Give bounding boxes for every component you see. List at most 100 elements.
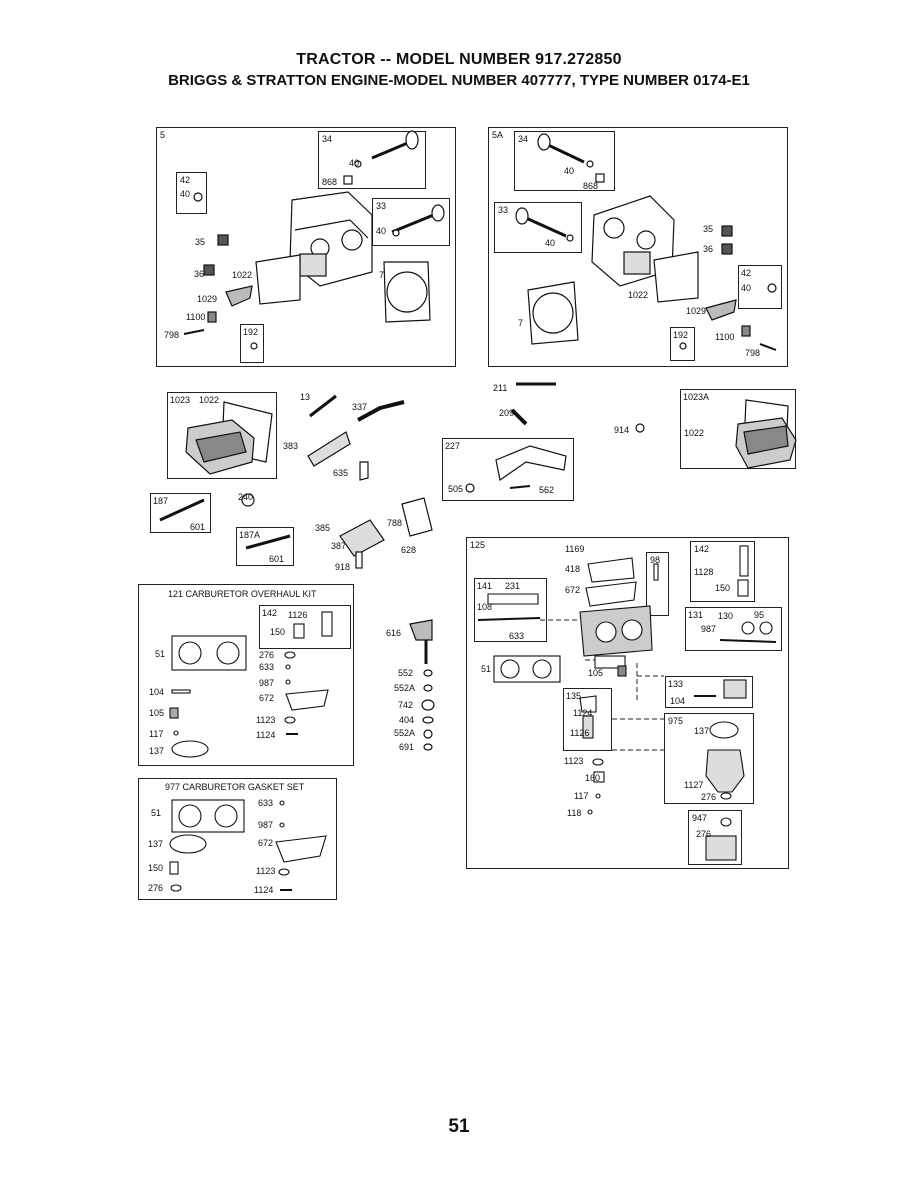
part-label: 1127 bbox=[684, 780, 704, 790]
part-label: 7 bbox=[518, 318, 524, 328]
part-label: 108 bbox=[477, 602, 493, 612]
part-label: 142 bbox=[262, 608, 278, 618]
part-label: 798 bbox=[164, 330, 180, 340]
part-label: 987 bbox=[258, 820, 274, 830]
group-1023-frame bbox=[167, 392, 277, 479]
overhaul-kit-frame bbox=[138, 584, 354, 766]
part-label: 211 bbox=[493, 383, 508, 393]
part-label: 40 bbox=[376, 226, 387, 236]
group-5A-frame bbox=[488, 127, 788, 367]
part-label: 141 bbox=[477, 581, 493, 591]
group-1023A-frame bbox=[680, 389, 796, 469]
part-label: 40 bbox=[349, 158, 360, 168]
part-label: 337 bbox=[352, 402, 368, 412]
part-label: 1022 bbox=[628, 290, 649, 300]
part-label: 1022 bbox=[684, 428, 705, 438]
part-label: 672 bbox=[259, 693, 275, 703]
part-label: 35 bbox=[195, 237, 206, 247]
part-label: 1126 bbox=[570, 728, 590, 738]
part-label: 418 bbox=[565, 564, 581, 574]
part-label: 160 bbox=[585, 773, 601, 783]
part-label: 987 bbox=[259, 678, 275, 688]
part-label: 150 bbox=[715, 583, 731, 593]
part-label: 33 bbox=[498, 205, 509, 215]
part-label: 40 bbox=[564, 166, 575, 176]
part-label: 117 bbox=[574, 791, 589, 801]
part-label: 562 bbox=[539, 485, 555, 495]
part-label: 104 bbox=[670, 696, 686, 706]
part-label: 1126 bbox=[288, 610, 308, 620]
gasket-set-title: 977 CARBURETOR GASKET SET bbox=[165, 782, 305, 792]
part-label: 691 bbox=[399, 742, 415, 752]
part-label: 276 bbox=[259, 650, 275, 660]
part-label: 1124 bbox=[573, 708, 593, 718]
part-label: 404 bbox=[399, 715, 415, 725]
part-label: 1123 bbox=[564, 756, 584, 766]
part-label: 1124 bbox=[254, 885, 274, 895]
part-label: 117 bbox=[149, 729, 164, 739]
part-label: 240 bbox=[238, 492, 254, 502]
part-label: 276 bbox=[696, 829, 712, 839]
part-label: 150 bbox=[270, 627, 286, 637]
part-label: 742 bbox=[398, 700, 414, 710]
part-label: 13 bbox=[300, 392, 311, 402]
part-label: 387 bbox=[331, 541, 347, 551]
part-label: 98 bbox=[650, 555, 661, 565]
part-label: 601 bbox=[190, 522, 206, 532]
part-label: 1022 bbox=[199, 395, 220, 405]
part-label: 987 bbox=[701, 624, 717, 634]
part-label: 36 bbox=[703, 244, 714, 254]
part-label: 552 bbox=[398, 668, 414, 678]
part-label: 633 bbox=[259, 662, 275, 672]
part-label: 130 bbox=[718, 611, 734, 621]
part-label: 552A bbox=[394, 728, 416, 738]
part-label: 95 bbox=[754, 610, 765, 620]
part-label: 104 bbox=[149, 687, 165, 697]
part-label: 868 bbox=[583, 181, 599, 191]
part-label: 150 bbox=[148, 863, 164, 873]
part-label: 868 bbox=[322, 177, 338, 187]
part-label: 34 bbox=[518, 134, 529, 144]
part-label: 276 bbox=[148, 883, 164, 893]
part-label: 42 bbox=[180, 175, 191, 185]
part-label: 34 bbox=[322, 134, 333, 144]
group-label-125: 125 bbox=[470, 540, 486, 550]
group-227-frame bbox=[442, 438, 574, 501]
part-label: 798 bbox=[745, 348, 761, 358]
part-label: 227 bbox=[445, 441, 461, 451]
part-label: 133 bbox=[668, 679, 684, 689]
part-label: 918 bbox=[335, 562, 351, 572]
group-125-frame bbox=[466, 537, 789, 869]
part-label: 633 bbox=[509, 631, 525, 641]
part-label: 187 bbox=[153, 496, 169, 506]
part-label: 135 bbox=[566, 691, 582, 701]
part-label: 601 bbox=[269, 554, 285, 564]
part-label: 552A bbox=[394, 683, 416, 693]
part-label: 672 bbox=[565, 585, 581, 595]
part-label: 192 bbox=[673, 330, 689, 340]
part-label: 131 bbox=[688, 610, 704, 620]
part-label: 1029 bbox=[686, 306, 707, 316]
part-label: 385 bbox=[315, 523, 331, 533]
part-label: 1124 bbox=[256, 730, 276, 740]
part-label: 118 bbox=[567, 808, 582, 818]
part-label: 635 bbox=[333, 468, 349, 478]
part-label: 42 bbox=[741, 268, 752, 278]
gasket-set-frame bbox=[138, 778, 337, 900]
part-label: 137 bbox=[149, 746, 165, 756]
part-label: 192 bbox=[243, 327, 259, 337]
diagram-subtitle: BRIGGS & STRATTON ENGINE-MODEL NUMBER 40… bbox=[168, 72, 750, 89]
part-label: 1100 bbox=[186, 312, 206, 322]
part-label: 105 bbox=[149, 708, 165, 718]
group-label-5: 5 bbox=[160, 130, 166, 140]
part-label: 672 bbox=[258, 838, 274, 848]
page-number: 51 bbox=[448, 1116, 470, 1137]
part-label: 51 bbox=[155, 649, 166, 659]
part-label: 947 bbox=[692, 813, 708, 823]
part-label: 633 bbox=[258, 798, 274, 808]
part-label: 187A bbox=[239, 530, 261, 540]
part-label: 975 bbox=[668, 716, 684, 726]
diagram-title: TRACTOR -- MODEL NUMBER 917.272850 bbox=[296, 51, 622, 68]
part-label: 36 bbox=[194, 269, 205, 279]
